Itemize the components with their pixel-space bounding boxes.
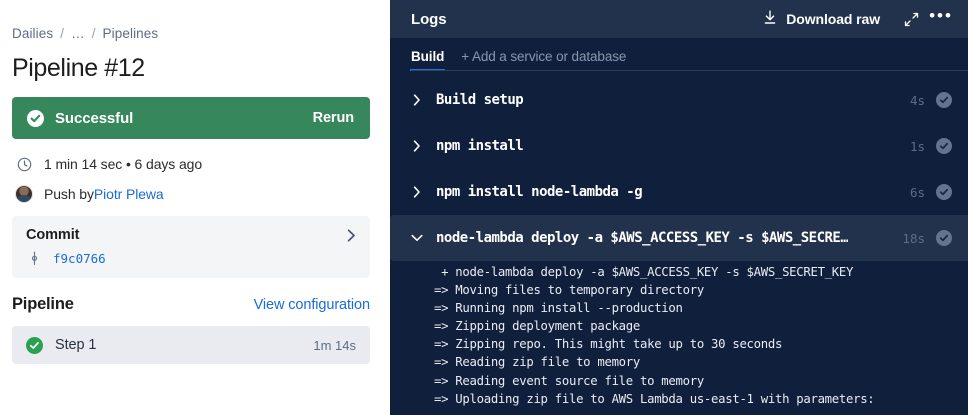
log-step-time: 6s: [909, 184, 925, 200]
pipeline-summary-panel: Dailies / … / Pipelines Pipeline #12 Suc…: [0, 0, 390, 415]
tabs-divider: [411, 70, 968, 71]
status-label: Successful: [55, 109, 134, 127]
download-icon: [763, 10, 777, 28]
logs-title: Logs: [411, 10, 447, 28]
log-line: => Zipping repo. This might take up to 3…: [434, 337, 783, 352]
log-step-name: npm install node-lambda -g: [436, 184, 643, 200]
log-step-name: npm install: [436, 138, 524, 154]
add-service-or-database-button[interactable]: + Add a service or database: [461, 49, 627, 64]
chevron-right-icon: [411, 140, 423, 152]
logs-panel: Logs Download raw: [390, 0, 968, 415]
log-line: => Running npm install --production: [434, 301, 683, 316]
pipeline-step-label: Step 1: [55, 337, 97, 353]
commit-hash-link[interactable]: f9c0766: [53, 251, 106, 266]
commit-title: Commit: [26, 227, 80, 243]
commit-hash-row: f9c0766: [26, 251, 356, 266]
check-circle-icon: [936, 230, 952, 246]
duration-row: 1 min 14 sec • 6 days ago: [12, 155, 370, 173]
check-circle-icon: [936, 92, 952, 108]
logs-header: Logs Download raw: [390, 0, 968, 38]
duration-text: 1 min 14 sec • 6 days ago: [44, 156, 203, 172]
log-line: + node-lambda deploy -a $AWS_ACCESS_KEY …: [434, 265, 854, 279]
log-step-row-expanded[interactable]: node-lambda deploy -a $AWS_ACCESS_KEY -s…: [390, 215, 968, 261]
check-circle-icon: [26, 336, 43, 354]
breadcrumb-item-ellipsis[interactable]: …: [71, 25, 85, 41]
chevron-right-icon[interactable]: [347, 228, 356, 242]
logs-header-actions: Download raw •••: [763, 5, 953, 30]
chevron-down-icon: [411, 234, 423, 242]
view-configuration-link[interactable]: View configuration: [253, 297, 371, 313]
log-line: => Zipping deployment package: [434, 319, 640, 334]
log-line: => Uploading zip file to AWS Lambda us-e…: [434, 391, 875, 406]
chevron-right-icon: [411, 94, 423, 106]
chevron-right-icon: [411, 186, 423, 198]
pipeline-step-time: 1m 14s: [313, 337, 356, 353]
check-circle-icon: [27, 109, 44, 127]
breadcrumb-separator: /: [91, 25, 96, 41]
push-prefix: Push by: [44, 186, 94, 202]
download-raw-label: Download raw: [786, 11, 880, 27]
branch-icon: [28, 251, 41, 266]
breadcrumb-item-root[interactable]: Dailies: [12, 25, 54, 41]
log-step-name: Build setup: [436, 92, 524, 108]
logs-body: Build setup 4s npm install 1s: [390, 71, 968, 415]
tab-build[interactable]: Build: [409, 49, 446, 71]
log-line: => Reading zip file to memory: [434, 355, 640, 370]
check-circle-icon: [936, 138, 952, 154]
log-step-time: 1s: [909, 138, 925, 154]
expand-icon[interactable]: [900, 8, 922, 30]
logs-tabs: Build + Add a service or database: [409, 49, 627, 71]
avatar: [15, 185, 33, 203]
breadcrumb-item-pipelines[interactable]: Pipelines: [102, 25, 159, 41]
ellipsis-icon[interactable]: •••: [929, 5, 953, 25]
rerun-button[interactable]: Rerun: [312, 110, 355, 126]
log-line: => Reading event source file to memory: [434, 373, 704, 388]
log-step-time: 4s: [909, 92, 925, 108]
breadcrumb-separator: /: [60, 25, 65, 41]
page-title: Pipeline #12: [12, 54, 145, 82]
log-output: + node-lambda deploy -a $AWS_ACCESS_KEY …: [390, 261, 968, 408]
log-line: => Moving files to temporary directory: [434, 283, 704, 298]
push-author-link[interactable]: Piotr Plewa: [93, 186, 164, 202]
pipeline-section-header: Pipeline View configuration: [12, 295, 370, 314]
log-step-row[interactable]: Build setup 4s: [390, 77, 968, 123]
clock-icon: [15, 155, 33, 173]
log-step-time: 18s: [902, 230, 925, 246]
log-step-row[interactable]: npm install node-lambda -g 6s: [390, 169, 968, 215]
status-banner: Successful Rerun: [12, 97, 370, 139]
download-raw-button[interactable]: Download raw: [763, 10, 880, 28]
log-step-row[interactable]: npm install 1s: [390, 123, 968, 169]
push-row: Push by Piotr Plewa: [12, 185, 370, 203]
commit-card-header: Commit: [26, 227, 356, 243]
commit-card[interactable]: Commit f9c0766: [12, 216, 370, 278]
pipeline-section-title: Pipeline: [12, 295, 74, 313]
logs-tabs-bar: Build + Add a service or database: [390, 38, 968, 71]
breadcrumb: Dailies / … / Pipelines: [12, 24, 370, 42]
pipeline-step-row[interactable]: Step 1 1m 14s: [12, 326, 370, 364]
check-circle-icon: [936, 184, 952, 200]
log-step-name: node-lambda deploy -a $AWS_ACCESS_KEY -s…: [436, 230, 849, 246]
